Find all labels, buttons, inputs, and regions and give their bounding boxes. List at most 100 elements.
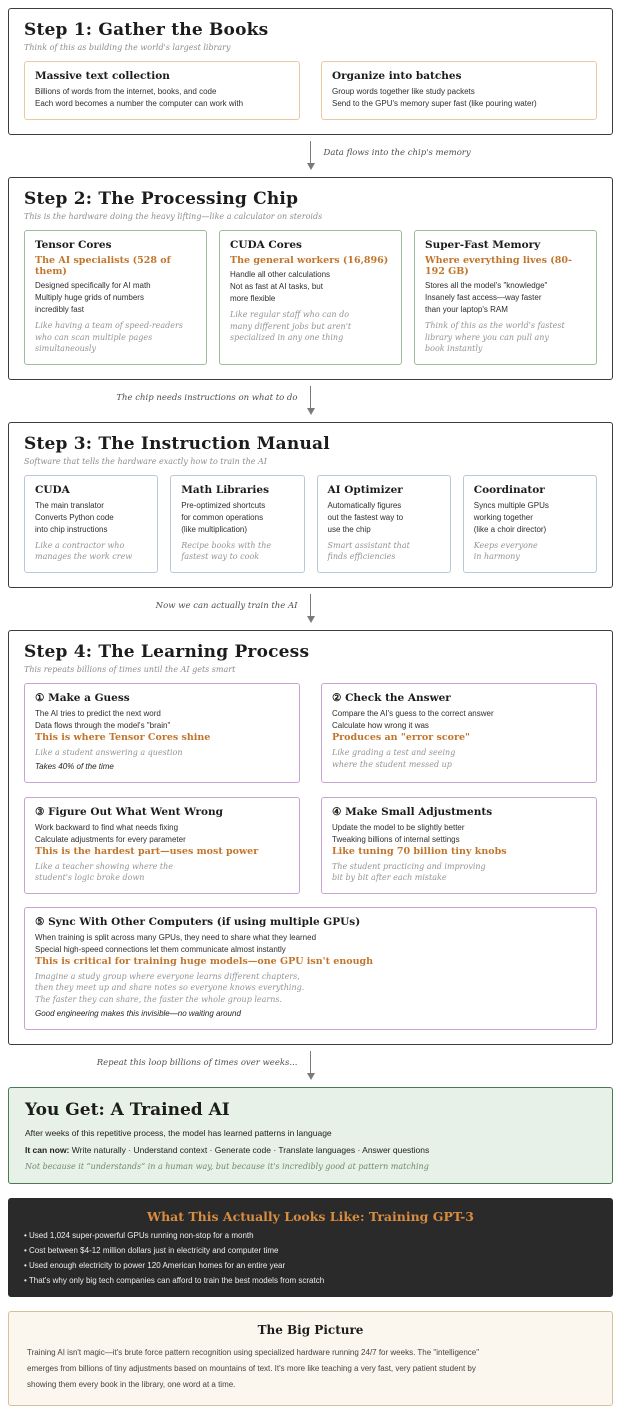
card-body: Billions of words from the internet, boo…: [35, 86, 289, 110]
body-line: Converts Python code: [35, 512, 114, 522]
flow-connector-1: Data flows into the chip's memory: [8, 135, 613, 177]
step4-subtitle: This repeats billions of times until the…: [24, 664, 236, 674]
card-super-fast-memory: Super-Fast Memory Where everything lives…: [414, 230, 597, 365]
step3-subtitle: Software that tells the hardware exactly…: [24, 456, 267, 466]
down-arrow-icon: [306, 141, 315, 170]
section-step3-instruction-manual: Step 3: The Instruction Manual Software …: [8, 421, 613, 588]
down-arrow-icon: [306, 1050, 315, 1080]
body-line: Group words together like study packets: [332, 87, 475, 96]
connector-label: Now we can actually train the AI: [155, 600, 298, 611]
result-title: You Get: A Trained AI: [25, 1099, 230, 1120]
flow-connector-3: Now we can actually train the AI: [8, 588, 613, 630]
note-line: Like a student answering a question: [35, 747, 183, 757]
card-title: Massive text collection: [35, 70, 170, 82]
card-accent: This is where Tensor Cores shine: [35, 731, 211, 743]
arrow-line: [309, 1050, 312, 1073]
body-line: Special high-speed connections let them …: [35, 944, 286, 954]
note-line: Like having a team of speed-readers: [35, 321, 183, 330]
note-line: Like a teacher showing where the: [35, 861, 173, 871]
card-sync-with-other-computers: ⑤ Sync With Other Computers (if using mu…: [24, 906, 597, 1030]
body-line: Send to the GPU's memory super fast (lik…: [332, 99, 537, 108]
note-line: Smart assistant that: [327, 540, 410, 550]
card-figure-out-what-went-wrong: ③ Figure Out What Went Wrong Work backwa…: [24, 796, 300, 894]
body-line: incredibly fast: [35, 305, 84, 314]
bullet-line: • Used enough electricity to power 120 A…: [24, 1260, 286, 1270]
note-line: student's logic broke down: [35, 873, 145, 883]
note-line: who can scan multiple pages: [35, 332, 153, 342]
step3-title: Step 3: The Instruction Manual: [24, 433, 330, 454]
big-picture-body: Training AI isn't magic—it's brute force…: [27, 1347, 480, 1389]
body-line: out the fastest way to: [327, 512, 404, 522]
card-note: Recipe books with the fastest way to cook: [181, 540, 293, 563]
card-note: Like a teacher showing where the student'…: [35, 861, 289, 884]
card-title: CUDA: [35, 483, 70, 496]
note-line: Keeps everyone: [473, 540, 538, 550]
card-accent: This is the hardest part—uses most power: [35, 845, 259, 857]
big-picture-title: The Big Picture: [257, 1322, 364, 1337]
card-title: Organize into batches: [332, 70, 462, 82]
section-gpt3-callout: What This Actually Looks Like: Training …: [8, 1197, 613, 1297]
note-line: finds efficiencies: [327, 552, 396, 562]
note-line: Recipe books with the: [181, 540, 272, 550]
card-note: Like having a team of speed-readers who c…: [35, 320, 196, 355]
card-accent: This is critical for training huge model…: [35, 955, 374, 967]
body-line: Stores all the model's "knowledge": [425, 281, 548, 290]
body-line: than your laptop's RAM: [425, 305, 508, 314]
body-line: Compare the AI's guess to the correct an…: [332, 708, 494, 718]
note-line: Imagine a study group where everyone lea…: [35, 971, 300, 981]
connector-label: Data flows into the chip's memory: [323, 148, 471, 158]
connector-label: The chip needs instructions on what to d…: [116, 392, 298, 403]
body-line: Handle all other calculations: [230, 270, 331, 279]
arrow-head: [306, 163, 315, 170]
arrow-line: [309, 593, 312, 616]
card-body: Stores all the model's "knowledge"Insane…: [425, 280, 586, 316]
arrow-head: [306, 615, 315, 623]
card-accent: Produces an "error score": [332, 731, 471, 743]
body-line: Work backward to find what needs fixing: [35, 822, 179, 832]
result-note: Not because it “understands” in a human …: [25, 1161, 429, 1171]
arrow-head: [306, 1072, 315, 1080]
card-note: Imagine a study group where everyone lea…: [35, 971, 586, 1006]
card-title: Tensor Cores: [35, 239, 112, 251]
card-cuda-cores: CUDA Cores The general workers (16,896) …: [219, 230, 402, 365]
note-line: Think of this as the world's fastest: [425, 321, 565, 330]
connector-label: Repeat this loop billions of times over …: [96, 1057, 298, 1068]
body-line: Automatically figures: [327, 500, 402, 510]
card-tensor-cores: Tensor Cores The AI specialists (528 of …: [24, 230, 207, 365]
note-line: The faster they can share, the faster th…: [35, 994, 283, 1004]
bullet-line: • That's why only big tech companies can…: [24, 1275, 325, 1285]
body-line: Pre-optimized shortcuts: [181, 500, 266, 510]
note-line: where the student messed up: [332, 759, 452, 769]
down-arrow-icon: [306, 593, 315, 623]
card-body: Compare the AI's guess to the correct an…: [332, 708, 586, 732]
note-line: specialized in any one thing: [230, 333, 344, 343]
card-title: ④ Make Small Adjustments: [332, 805, 493, 818]
card-title: AI Optimizer: [327, 483, 403, 496]
note-line: Like grading a test and seeing: [332, 747, 456, 757]
note-line: fastest way to cook: [181, 552, 260, 562]
section-result-trained-ai: You Get: A Trained AI After weeks of thi…: [8, 1086, 613, 1184]
body-line: Tweaking billions of internal settings: [332, 834, 460, 844]
body-line: Data flows through the model's "brain": [35, 720, 171, 730]
gpt3-title: What This Actually Looks Like: Training …: [147, 1208, 474, 1224]
body-line: more flexible: [230, 294, 276, 303]
card-title: Super-Fast Memory: [425, 239, 541, 251]
card-massive-text-collection: Massive text collection Billions of word…: [24, 61, 300, 120]
card-accent: Like tuning 70 billion tiny knobs: [332, 845, 507, 857]
body-line: Calculate how wrong it was: [332, 720, 429, 730]
body-line: (like multiplication): [181, 524, 248, 534]
card-accent: The AI specialists (528 of them): [35, 255, 171, 277]
card-check-the-answer: ② Check the Answer Compare the AI's gues…: [321, 682, 597, 783]
card-title: ③ Figure Out What Went Wrong: [35, 805, 223, 818]
step4-cards: ① Make a Guess The AI tries to predict t…: [24, 682, 597, 894]
card-ai-optimizer: AI Optimizer Automatically figures out th…: [316, 474, 451, 573]
card-body: When training is split across many GPUs,…: [35, 932, 586, 956]
flow-connector-4: Repeat this loop billions of times over …: [8, 1045, 613, 1087]
card-note: Like grading a test and seeing where the …: [332, 747, 586, 770]
